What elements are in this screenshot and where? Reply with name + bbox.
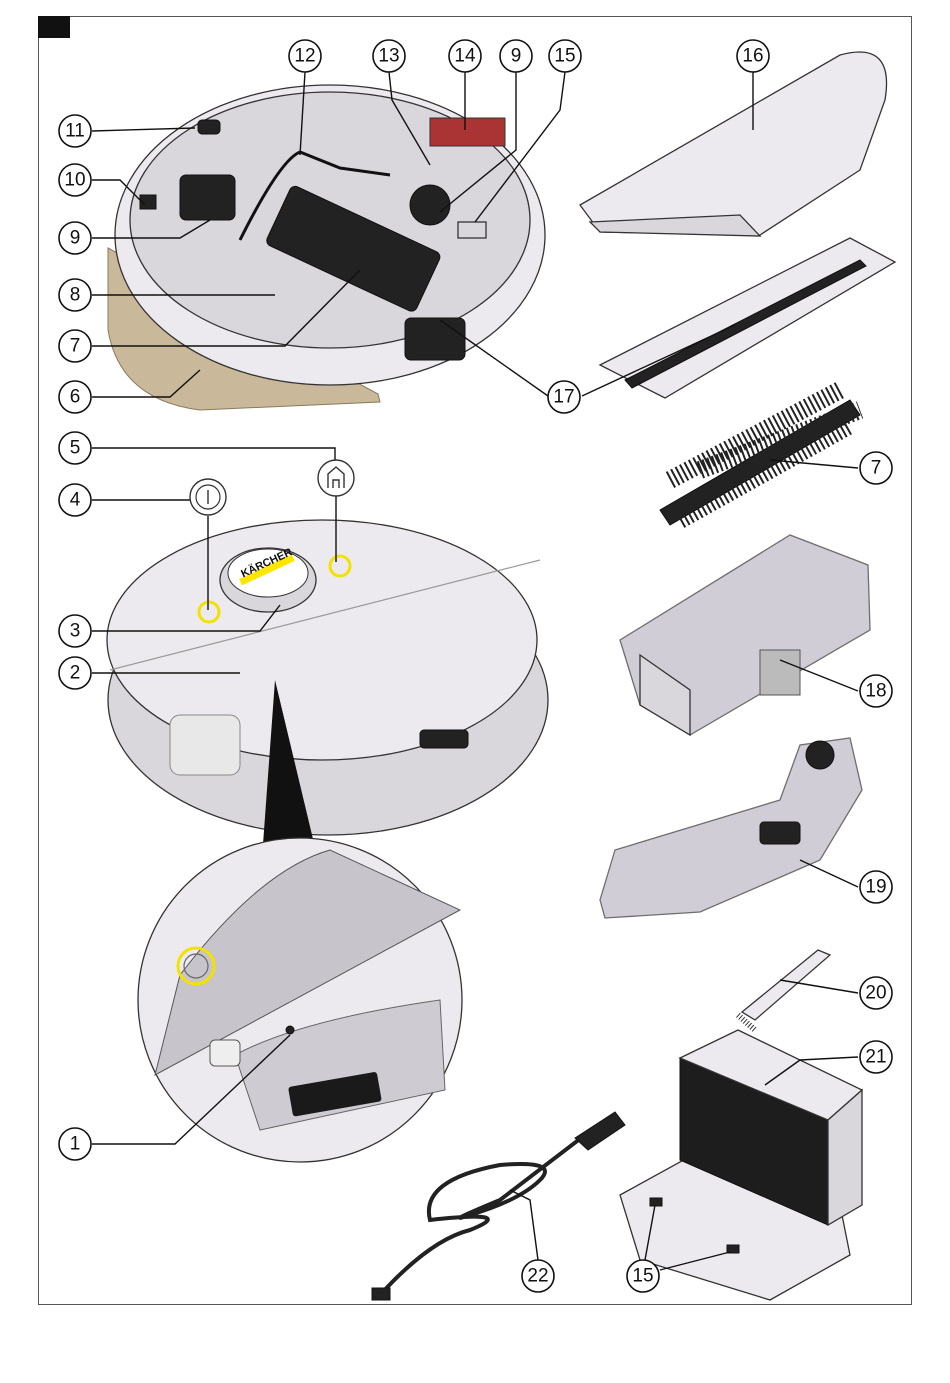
svg-text:11: 11 bbox=[65, 121, 85, 142]
brush-cover bbox=[600, 238, 895, 398]
power-cable bbox=[372, 1112, 625, 1300]
callout-19: 19 bbox=[860, 871, 892, 903]
svg-text:19: 19 bbox=[865, 877, 886, 898]
callout-7-left: 7 bbox=[59, 330, 91, 362]
device-connector bbox=[372, 1288, 390, 1300]
svg-text:9: 9 bbox=[70, 228, 81, 249]
svg-text:12: 12 bbox=[294, 46, 315, 67]
svg-text:2: 2 bbox=[70, 663, 81, 684]
bumper-sensor bbox=[198, 120, 220, 134]
cleaning-tool bbox=[738, 950, 830, 1030]
svg-text:20: 20 bbox=[865, 983, 886, 1004]
reset-button bbox=[286, 1026, 294, 1034]
charging-station bbox=[620, 1030, 862, 1300]
rating-plate bbox=[430, 118, 505, 146]
power-symbol-icon bbox=[190, 479, 226, 515]
callout-15-top: 15 bbox=[549, 40, 581, 72]
robot-top: KÄRCHER bbox=[107, 520, 548, 835]
callout-1: 1 bbox=[59, 1128, 91, 1160]
svg-text:16: 16 bbox=[742, 46, 763, 67]
home-symbol-icon bbox=[318, 460, 354, 496]
svg-text:3: 3 bbox=[70, 621, 81, 642]
callout-22: 22 bbox=[522, 1260, 554, 1292]
drive-wheel-left bbox=[180, 175, 235, 220]
callout-17: 17 bbox=[548, 381, 580, 413]
callout-20: 20 bbox=[860, 977, 892, 1009]
svg-text:17: 17 bbox=[553, 387, 574, 408]
callout-21: 21 bbox=[860, 1041, 892, 1073]
callout-9-top: 9 bbox=[500, 40, 532, 72]
main-brush bbox=[660, 390, 860, 525]
svg-text:15: 15 bbox=[632, 1266, 653, 1287]
water-tank-holder bbox=[580, 52, 887, 236]
callout-6: 6 bbox=[59, 381, 91, 413]
callout-2: 2 bbox=[59, 657, 91, 689]
water-tank bbox=[600, 738, 862, 918]
svg-text:5: 5 bbox=[70, 438, 81, 459]
charging-contacts-robot bbox=[458, 222, 486, 238]
front-wheel bbox=[410, 185, 450, 225]
svg-text:4: 4 bbox=[70, 490, 81, 511]
callout-7-right: 7 bbox=[860, 452, 892, 484]
callout-10: 10 bbox=[59, 164, 91, 196]
svg-text:22: 22 bbox=[527, 1266, 548, 1287]
svg-text:8: 8 bbox=[70, 285, 81, 306]
callout-13: 13 bbox=[373, 40, 405, 72]
svg-text:10: 10 bbox=[64, 170, 85, 191]
callout-18: 18 bbox=[860, 675, 892, 707]
svg-text:7: 7 bbox=[70, 336, 81, 357]
callout-5: 5 bbox=[59, 432, 91, 464]
svg-text:21: 21 bbox=[865, 1047, 886, 1068]
callout-8: 8 bbox=[59, 279, 91, 311]
svg-text:14: 14 bbox=[454, 46, 476, 67]
callout-3: 3 bbox=[59, 615, 91, 647]
callout-15-bottom: 15 bbox=[627, 1260, 659, 1292]
callout-16: 16 bbox=[737, 40, 769, 72]
svg-text:15: 15 bbox=[554, 46, 575, 67]
drive-wheel-right bbox=[405, 318, 465, 360]
svg-text:1: 1 bbox=[70, 1134, 81, 1155]
charging-contact-left bbox=[650, 1198, 662, 1206]
power-plug bbox=[575, 1112, 625, 1150]
callout-4: 4 bbox=[59, 484, 91, 516]
dust-container bbox=[620, 535, 870, 735]
svg-text:6: 6 bbox=[70, 387, 81, 408]
svg-text:9: 9 bbox=[511, 46, 522, 67]
svg-text:13: 13 bbox=[378, 46, 399, 67]
callout-14: 14 bbox=[449, 40, 481, 72]
callout-12: 12 bbox=[289, 40, 321, 72]
callout-9-left: 9 bbox=[59, 222, 91, 254]
callout-11: 11 bbox=[59, 115, 91, 147]
svg-text:18: 18 bbox=[865, 681, 886, 702]
robot-underside bbox=[108, 85, 545, 410]
svg-text:7: 7 bbox=[871, 458, 882, 479]
